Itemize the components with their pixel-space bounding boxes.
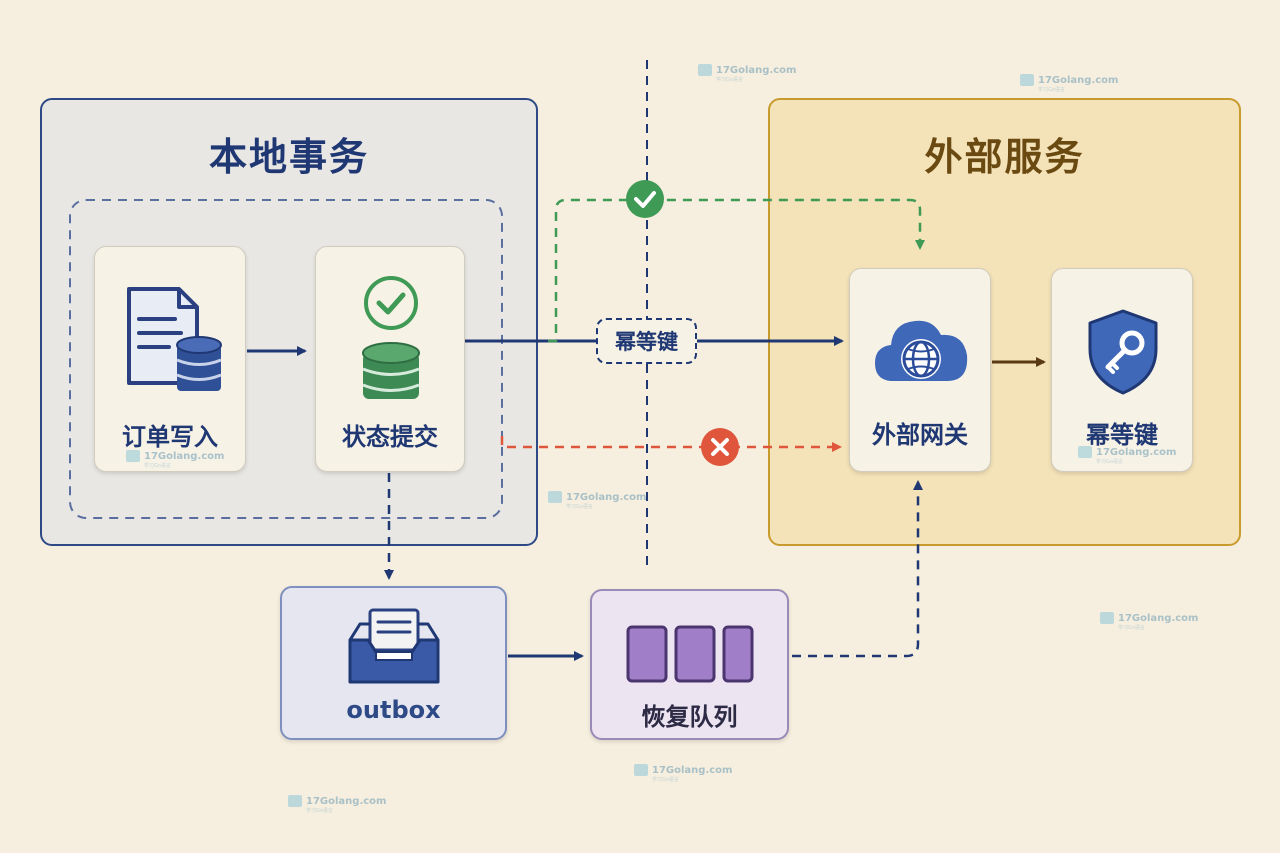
- watermark-subtext: 学习Go语言: [652, 777, 679, 783]
- watermark-logo-icon: [1100, 612, 1114, 624]
- outbox-label: outbox: [346, 696, 441, 724]
- recovery-queue-node[interactable]: 恢复队列: [590, 589, 789, 740]
- watermark-text: 17Golang.com: [1096, 446, 1177, 458]
- watermark-text: 17Golang.com: [652, 764, 733, 776]
- transaction-boundary: [69, 199, 503, 519]
- order-write-label: 订单写入: [122, 423, 218, 451]
- watermark-subtext: 学习Go语言: [566, 504, 593, 510]
- watermark-subtext: 学习Go语言: [1096, 459, 1123, 465]
- watermark-logo-icon: [288, 795, 302, 807]
- watermark: 17Golang.com 学习Go语言: [698, 64, 797, 83]
- watermark-logo-icon: [126, 450, 140, 462]
- outbox-node[interactable]: outbox: [280, 586, 507, 740]
- state-commit-label: 状态提交: [342, 423, 438, 451]
- watermark-subtext: 学习Go语言: [716, 77, 743, 83]
- idempotency-key-edge-label: 幂等键: [596, 318, 697, 364]
- watermark-text: 17Golang.com: [144, 450, 225, 462]
- document-database-icon: [127, 287, 222, 391]
- watermark-logo-icon: [634, 764, 648, 776]
- watermark-logo-icon: [1020, 74, 1034, 86]
- success-check-icon: [625, 179, 665, 219]
- watermark: 17Golang.com 学习Go语言: [288, 795, 387, 814]
- recovery-queue-label: 恢复队列: [641, 703, 738, 731]
- idempotency-key-label: 幂等键: [1086, 421, 1158, 449]
- watermark: 17Golang.com 学习Go语言: [1078, 446, 1177, 465]
- watermark: 17Golang.com 学习Go语言: [548, 491, 647, 510]
- cloud-globe-icon: [875, 320, 968, 381]
- external-gateway-node[interactable]: 外部网关: [849, 268, 991, 472]
- local-transaction-title: 本地事务: [208, 135, 369, 179]
- watermark: 17Golang.com 学习Go语言: [126, 450, 225, 469]
- watermark-text: 17Golang.com: [1038, 74, 1119, 86]
- failure-cross-icon: [700, 427, 740, 467]
- watermark-text: 17Golang.com: [306, 795, 387, 807]
- check-database-icon: [362, 276, 420, 399]
- external-gateway-label: 外部网关: [872, 421, 968, 449]
- watermark-subtext: 学习Go语言: [306, 808, 333, 814]
- watermark-subtext: 学习Go语言: [144, 463, 171, 469]
- watermark-logo-icon: [698, 64, 712, 76]
- idempotency-key-node[interactable]: 幂等键: [1051, 268, 1193, 472]
- watermark-logo-icon: [548, 491, 562, 503]
- watermark-text: 17Golang.com: [716, 64, 797, 76]
- shield-key-icon: [1088, 309, 1158, 395]
- watermark: 17Golang.com 学习Go语言: [1100, 612, 1199, 631]
- watermark-subtext: 学习Go语言: [1118, 625, 1145, 631]
- arrow-queue-to-gateway: [792, 480, 923, 658]
- watermark-subtext: 学习Go语言: [1038, 87, 1065, 93]
- failure-path: [500, 436, 842, 452]
- watermark-logo-icon: [1078, 446, 1092, 458]
- watermark-text: 17Golang.com: [566, 491, 647, 503]
- order-write-node[interactable]: 订单写入: [94, 246, 246, 472]
- watermark: 17Golang.com 学习Go语言: [634, 764, 733, 783]
- watermark-text: 17Golang.com: [1118, 612, 1199, 624]
- inbox-tray-icon: [348, 608, 440, 684]
- external-service-title: 外部服务: [924, 135, 1085, 179]
- state-commit-node[interactable]: 状态提交: [315, 246, 465, 472]
- watermark: 17Golang.com 学习Go语言: [1020, 74, 1119, 93]
- queue-blocks-icon: [626, 625, 754, 683]
